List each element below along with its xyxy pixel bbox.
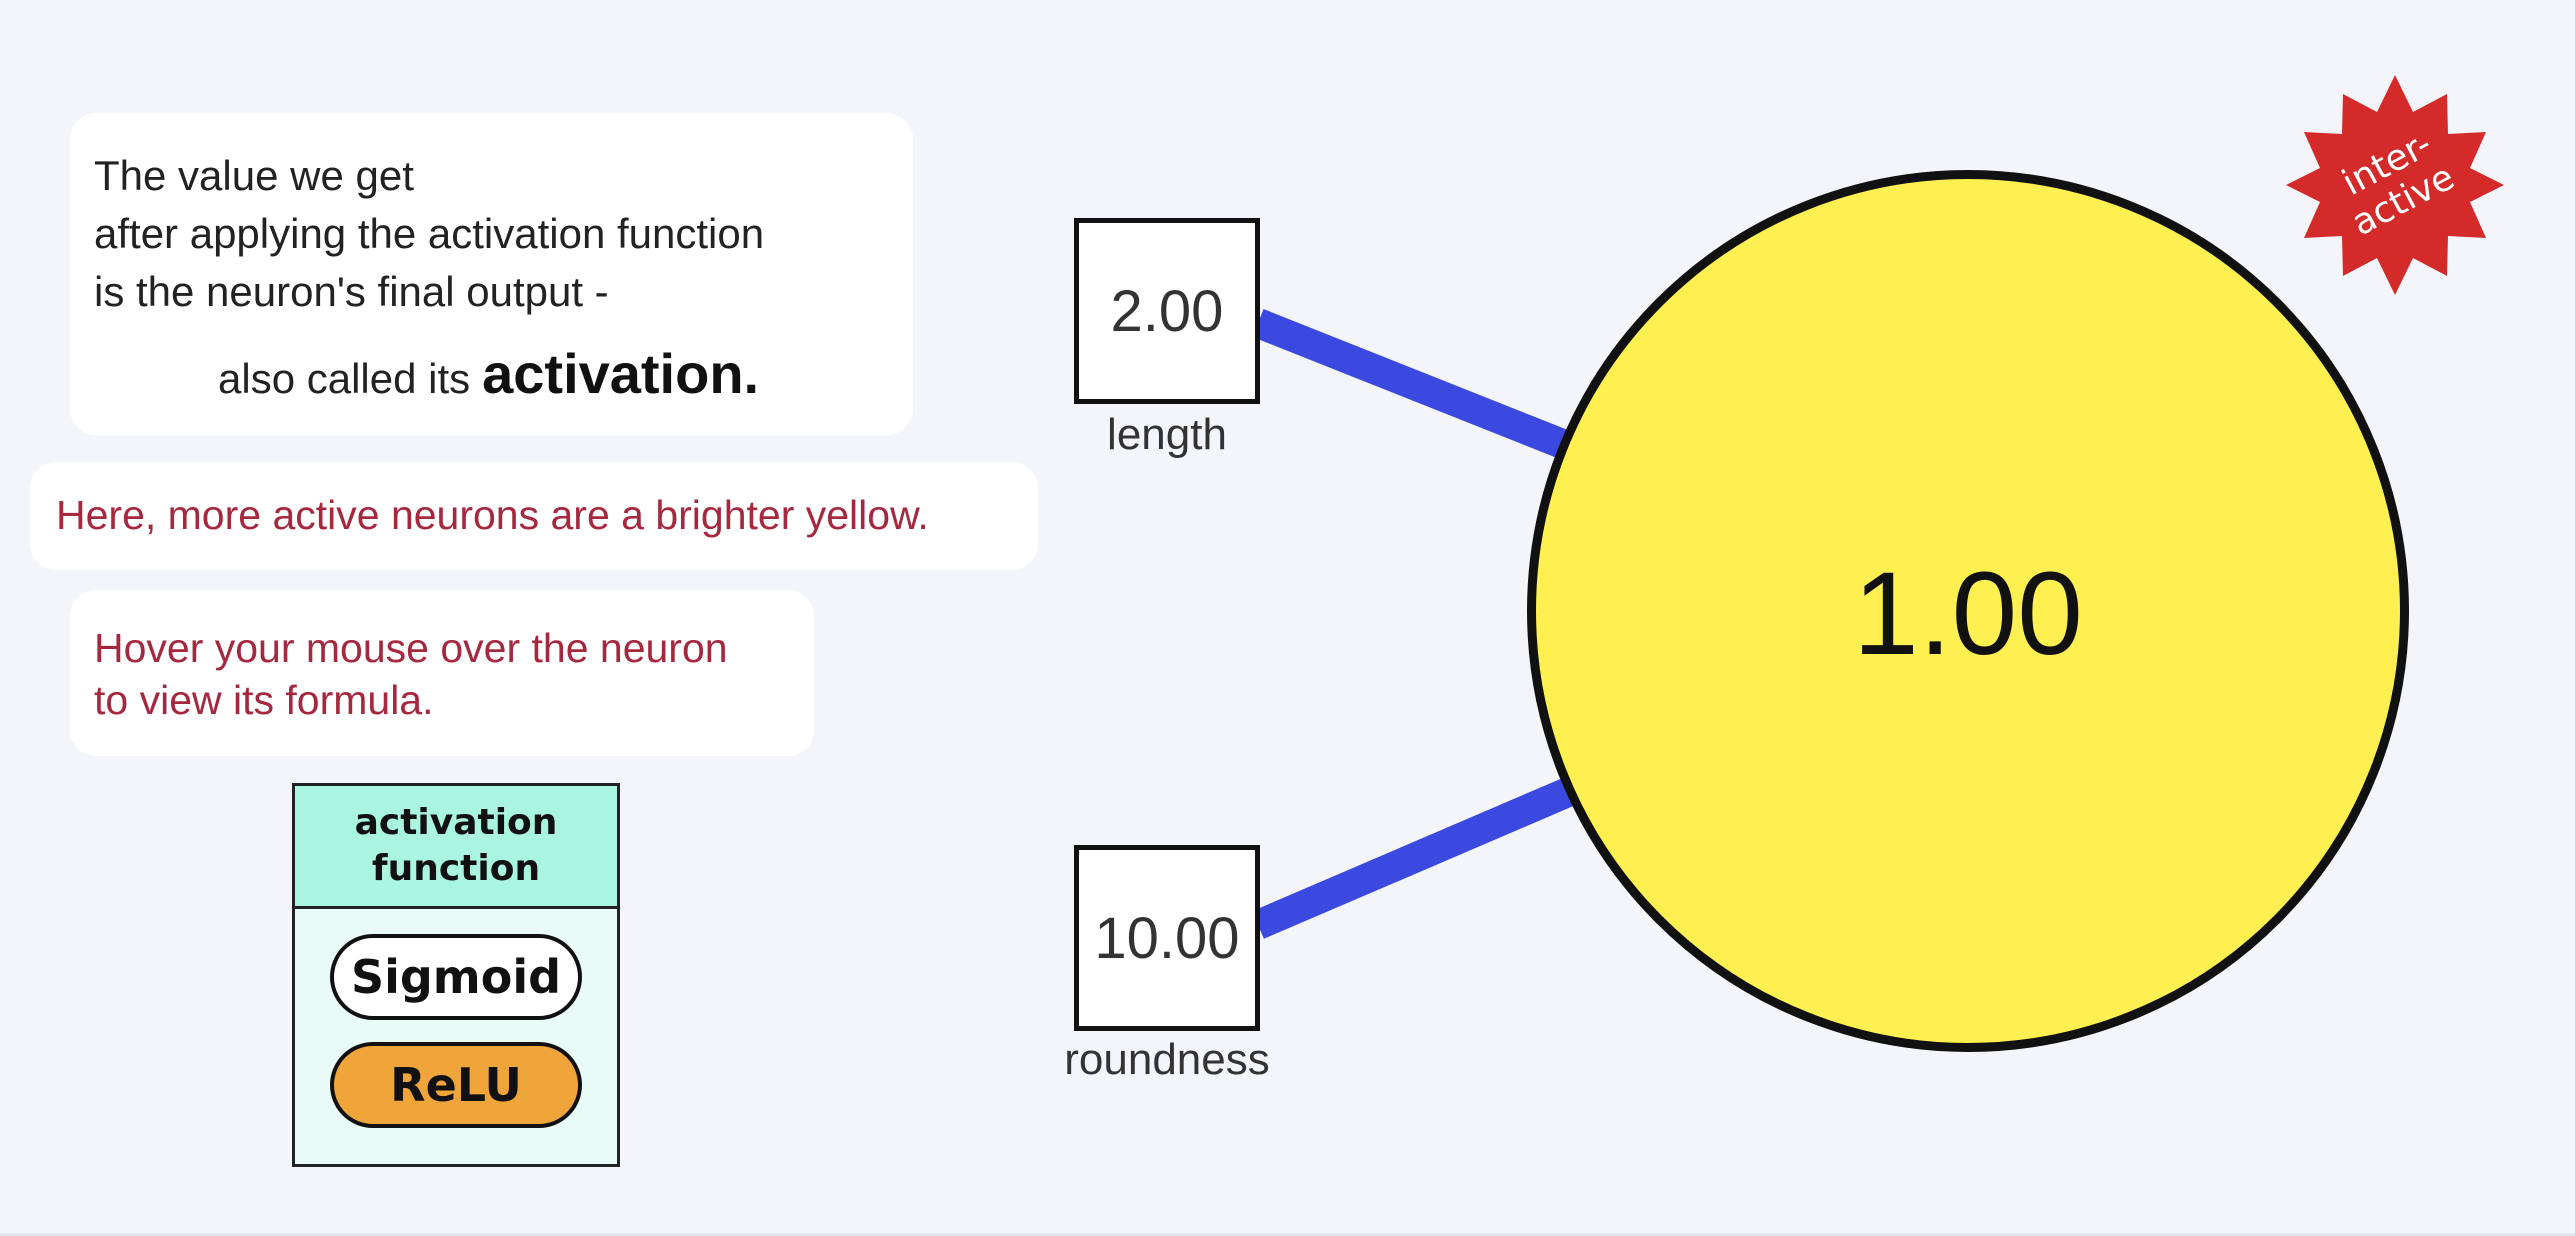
intro-bubble: The value we get after applying the acti… <box>70 113 913 435</box>
input-roundness-value: 10.00 <box>1074 845 1260 1031</box>
input-length-label: length <box>1107 410 1227 459</box>
input-length-value: 2.00 <box>1074 218 1260 404</box>
connection-wire-length <box>1252 309 1581 463</box>
intro-line-1: The value we get <box>94 152 414 199</box>
activation-function-title: activation function <box>354 802 558 889</box>
bottom-divider <box>0 1233 2575 1236</box>
connection-wire-roundness <box>1252 775 1581 939</box>
activation-function-header: activation function <box>295 786 617 909</box>
brightness-note: Here, more active neurons are a brighter… <box>30 462 1038 570</box>
sigmoid-button[interactable]: Sigmoid <box>330 934 582 1020</box>
hover-note-line-2: to view its formula. <box>94 677 434 723</box>
neuron[interactable]: 1.00 <box>1527 170 2409 1052</box>
interactive-badge-icon: inter- active <box>2286 75 2504 295</box>
intro-line-3: is the neuron's final output - <box>94 268 609 315</box>
hover-note: Hover your mouse over the neuron to view… <box>70 590 814 756</box>
activation-function-panel: activation function Sigmoid ReLU <box>292 783 620 1167</box>
activation-term: activation. <box>482 342 760 405</box>
intro-line-4-prefix: also called its <box>218 355 471 402</box>
hover-note-line-1: Hover your mouse over the neuron <box>94 625 728 671</box>
intro-line-2: after applying the activation function <box>94 210 765 257</box>
neuron-activation-value: 1.00 <box>1853 548 2083 680</box>
relu-button[interactable]: ReLU <box>330 1042 582 1128</box>
input-roundness-label: roundness <box>1064 1035 1270 1084</box>
